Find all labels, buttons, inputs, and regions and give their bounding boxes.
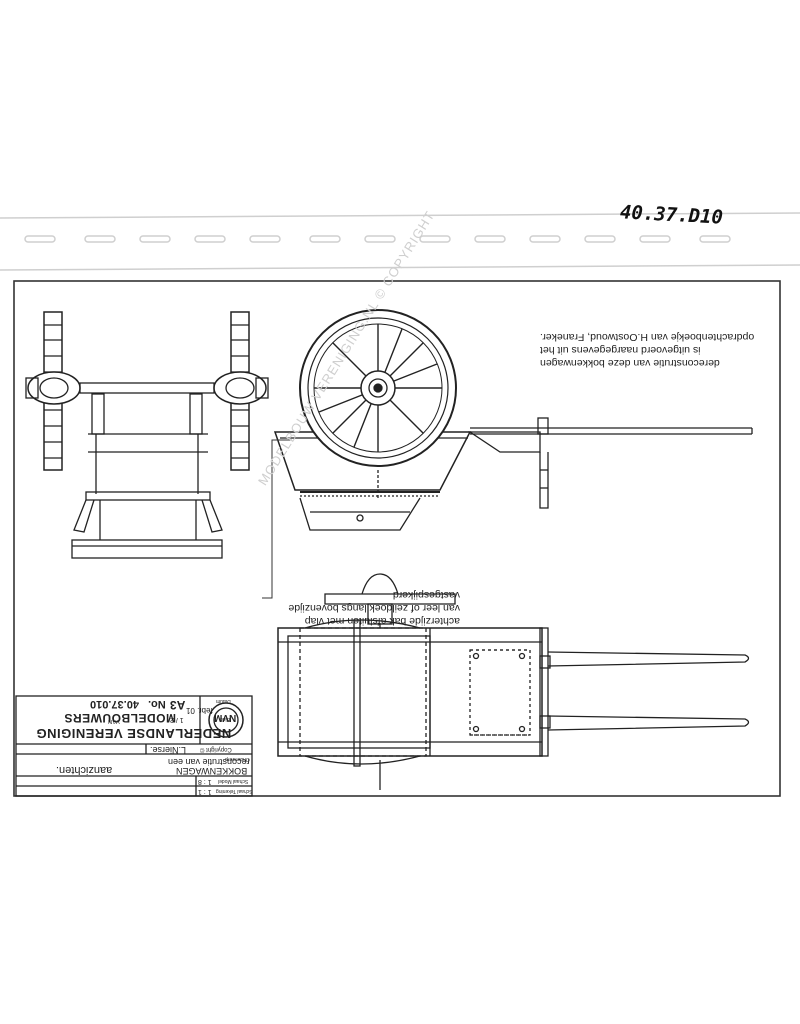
rear-flap-note: achterzijde bak afsluiten met vlap van l…: [210, 588, 460, 627]
drawing-frame: [13, 280, 781, 797]
front-view: [25, 311, 269, 559]
drawing-number-label: No.: [148, 698, 166, 710]
scale-label: Schaal Model: [218, 778, 249, 784]
leader-line: [262, 439, 292, 599]
author: L.Nierse.: [150, 745, 187, 755]
drawing-title: BOKKENWAGEN: [176, 766, 248, 776]
date-value: febr. 01: [186, 706, 213, 715]
plan-view: [277, 573, 750, 790]
scale-value: 1 : 8: [198, 778, 212, 785]
sheet-value: 1 / 2: [170, 716, 184, 723]
note-line: opdrachtenboekje van H.Oostwoud, Franeke…: [540, 331, 755, 343]
copy-strip-artifacts: [0, 212, 800, 271]
note-line: vastgespijkerd: [392, 589, 460, 601]
date-label: Datum: [216, 698, 231, 704]
title-block-frame: [15, 695, 253, 797]
drawing-number: 40.37.010: [90, 698, 139, 710]
sheet-size: A3: [170, 698, 186, 712]
note-line: dereconstrutie van deze bokkenwagen: [540, 357, 720, 369]
views-label: aanzichten.: [56, 764, 113, 776]
scale-drawing-label: Schaal Tekening: [216, 788, 253, 794]
org-name-line2: MODELBOUWERS: [64, 711, 176, 725]
sheet-label: Blad: [220, 716, 231, 722]
copyright-label: Copyright ©: [200, 746, 232, 752]
note-line: is uitgevoerd naargegevens uit het: [540, 344, 701, 356]
side-view: [273, 309, 753, 531]
org-name-line1: NEDERLANDSE VERENIGING: [36, 726, 232, 741]
scale-drawing-value: 1 : 1: [198, 788, 212, 795]
reconstruction-note: dereconstrutie van deze bokkenwagen is u…: [540, 330, 780, 369]
note-line: van leer of zeildoek langs bovenzijde: [288, 602, 460, 614]
note-line: achterzijde bak afsluiten met vlap: [304, 615, 460, 627]
